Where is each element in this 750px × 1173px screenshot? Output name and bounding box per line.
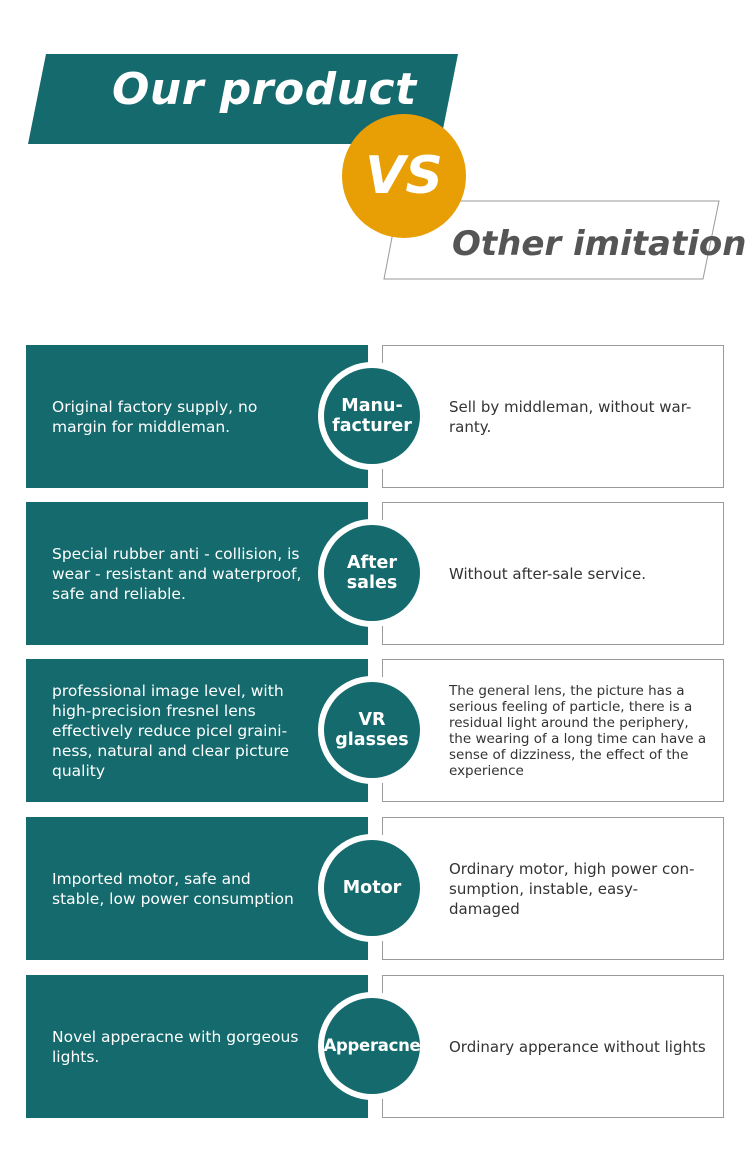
- other-imitation-text: The general lens, the picture has a seri…: [449, 682, 707, 779]
- our-product-cell: Original factory supply, no margin for m…: [26, 345, 368, 488]
- vs-label: VS: [365, 146, 443, 206]
- category-label: Apperacne: [323, 1036, 421, 1055]
- other-imitation-banner: [383, 200, 720, 280]
- category-badge: VR glasses: [324, 682, 420, 778]
- other-imitation-text: Ordinary apperance without lights: [449, 1037, 706, 1056]
- our-product-cell: Special rubber anti - collision, is wear…: [26, 502, 368, 645]
- comparison-row: Imported motor, safe and stable, low pow…: [26, 817, 724, 960]
- category-badge: Manu- facturer: [324, 368, 420, 464]
- other-imitation-cell: Ordinary apperance without lights: [382, 975, 724, 1118]
- category-badge: Apperacne: [323, 998, 421, 1094]
- other-imitation-cell: Sell by middleman, without war- ranty.: [382, 345, 724, 488]
- comparison-row: Novel apperacne with gorgeous lights. Or…: [26, 975, 724, 1118]
- our-product-cell: Novel apperacne with gorgeous lights.: [26, 975, 368, 1118]
- category-badge: After sales: [324, 525, 420, 621]
- category-label: Manu- facturer: [332, 396, 412, 436]
- our-product-text: Original factory supply, no margin for m…: [52, 397, 258, 436]
- comparison-row: professional image level, with high-prec…: [26, 659, 724, 802]
- category-label: Motor: [342, 878, 402, 898]
- other-imitation-text: Ordinary motor, high power con- sumption…: [449, 859, 695, 918]
- comparison-row: Original factory supply, no margin for m…: [26, 345, 724, 488]
- other-imitation-cell: Ordinary motor, high power con- sumption…: [382, 817, 724, 960]
- other-imitation-cell: The general lens, the picture has a seri…: [382, 659, 724, 802]
- category-badge: Motor: [324, 840, 420, 936]
- other-imitation-cell: Without after-sale service.: [382, 502, 724, 645]
- other-imitation-text: Sell by middleman, without war- ranty.: [449, 397, 692, 436]
- our-product-text: Novel apperacne with gorgeous lights.: [52, 1027, 299, 1066]
- our-product-text: Special rubber anti - collision, is wear…: [52, 544, 302, 603]
- category-label: After sales: [346, 553, 398, 593]
- our-product-text: Imported motor, safe and stable, low pow…: [52, 869, 294, 908]
- other-imitation-title: Other imitation: [452, 224, 747, 264]
- comparison-row: Special rubber anti - collision, is wear…: [26, 502, 724, 645]
- our-product-cell: Imported motor, safe and stable, low pow…: [26, 817, 368, 960]
- our-product-cell: professional image level, with high-prec…: [26, 659, 368, 802]
- other-imitation-text: Without after-sale service.: [449, 564, 646, 583]
- our-product-text: professional image level, with high-prec…: [52, 681, 290, 780]
- category-label: VR glasses: [335, 710, 409, 750]
- vs-badge: VS: [342, 114, 466, 238]
- our-product-title: Our product: [112, 64, 417, 115]
